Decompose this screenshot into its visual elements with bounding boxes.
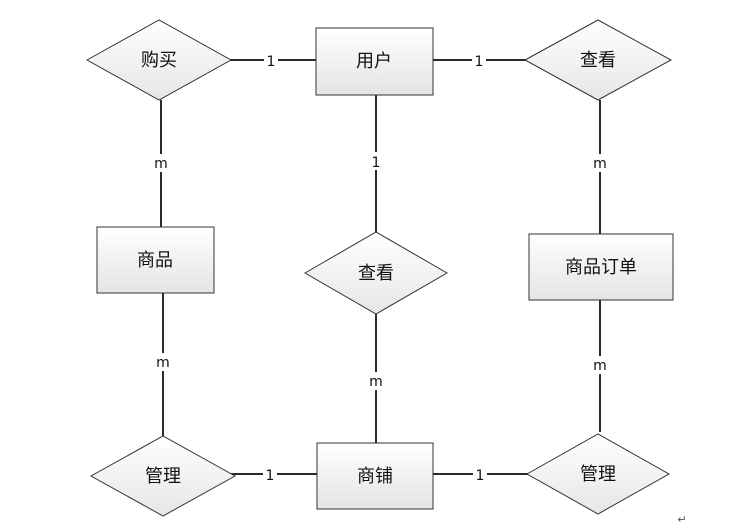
relationship-view-shop: 查看 [304, 231, 448, 315]
entity-product-label: 商品 [137, 250, 173, 271]
relationship-manage-order: 管理 [525, 433, 671, 515]
entity-product-order: 商品订单 [528, 233, 674, 301]
relationship-manage-order-label: 管理 [580, 464, 616, 485]
relationship-view-order-label: 查看 [580, 50, 616, 71]
card-view-shop-shop: m [369, 374, 383, 390]
cardinalities: 1 1 m 1 m m m m 1 1 [153, 51, 608, 484]
card-view-shop-user: 1 [372, 155, 381, 171]
relationship-buy-label: 购买 [141, 50, 177, 71]
card-manage-product-shop: 1 [266, 468, 275, 484]
entity-user: 用户 [315, 27, 434, 96]
entity-user-label: 用户 [356, 51, 392, 72]
entity-shop: 商铺 [316, 442, 434, 510]
relationship-view-order: 查看 [523, 19, 673, 101]
entity-product: 商品 [96, 226, 215, 294]
card-manage-order-shop: 1 [476, 468, 485, 484]
card-view-order-order: m [593, 156, 607, 172]
paragraph-mark: ↵ [677, 513, 686, 526]
card-view-order-user: 1 [475, 54, 484, 70]
card-buy-user: 1 [267, 54, 276, 70]
card-manage-order-order: m [593, 358, 607, 374]
relationship-buy: 购买 [85, 19, 233, 101]
entity-shop-label: 商铺 [357, 466, 393, 487]
relationship-manage-product: 管理 [89, 435, 237, 517]
entity-product-order-label: 商品订单 [565, 257, 637, 278]
card-manage-product-product: m [156, 355, 170, 371]
card-buy-product: m [154, 156, 168, 172]
relationship-manage-product-label: 管理 [145, 466, 181, 487]
relationship-view-shop-label: 查看 [358, 263, 394, 284]
